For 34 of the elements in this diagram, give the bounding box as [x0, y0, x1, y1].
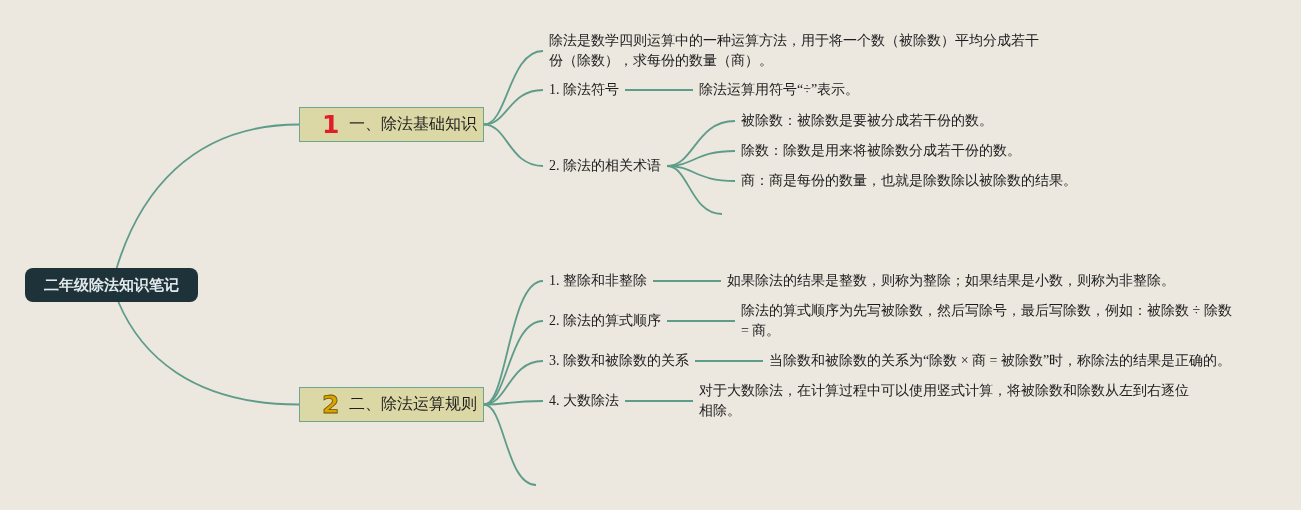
- branch-line: [483, 403, 537, 486]
- subtopic-text: 2. 除法的算式顺序: [543, 311, 667, 331]
- topic-label: 一、除法基础知识: [349, 114, 478, 135]
- branch-line: [652, 280, 722, 282]
- branch-line: [624, 89, 694, 91]
- priority-number: 1: [322, 112, 340, 137]
- note-text: 除法的算式顺序为先写被除数，然后写除号，最后写除数，例如：被除数 ÷ 除数 = 商。: [735, 301, 1243, 341]
- branch-line: [117, 301, 300, 406]
- topic-box: [299, 387, 484, 422]
- subtopic-text: 2. 除法的相关术语: [543, 156, 667, 176]
- note-text: 对于大数除法，在计算过程中可以使用竖式计算，将被除数和除数从左到右逐位相除。: [693, 381, 1203, 421]
- topic-label: 二、除法运算规则: [349, 394, 478, 415]
- branch-line: [115, 123, 300, 269]
- description-text: 除法是数学四则运算中的一种运算方法，用于将一个数（被除数）平均分成若干份（除数），求每份的数量（商）。: [543, 31, 1053, 71]
- note-text: 商：商是每份的数量，也就是除数除以被除数的结果。: [735, 171, 1083, 191]
- priority-number: 2: [322, 392, 340, 417]
- branch-line: [483, 320, 544, 406]
- subtopic-text: 4. 大数除法: [543, 391, 625, 411]
- topic-box: [299, 107, 484, 142]
- subtopic-text: 1. 整除和非整除: [543, 271, 653, 291]
- branch-line: [624, 400, 694, 402]
- subtopic-text: 3. 除数和被除数的关系: [543, 351, 695, 371]
- root-topic: 二年级除法知识笔记: [25, 268, 198, 302]
- note-text: 除数：除数是用来将被除数分成若干份的数。: [735, 141, 1027, 161]
- subtopic-text: 1. 除法符号: [543, 80, 625, 100]
- note-text: 被除数：被除数是要被分成若干份的数。: [735, 111, 999, 131]
- branch-line: [694, 360, 764, 362]
- note-text: 除法运算用符号“÷”表示。: [693, 80, 866, 100]
- branch-line: [666, 320, 736, 322]
- note-text: 如果除法的结果是整数，则称为整除；如果结果是小数，则称为非整除。: [721, 271, 1181, 291]
- branch-line: [483, 89, 544, 126]
- branch-line: [666, 165, 723, 215]
- branch-line: [483, 123, 544, 167]
- note-text: 当除数和被除数的关系为“除数 × 商 = 被除数”时，称除法的结果是正确的。: [763, 351, 1238, 371]
